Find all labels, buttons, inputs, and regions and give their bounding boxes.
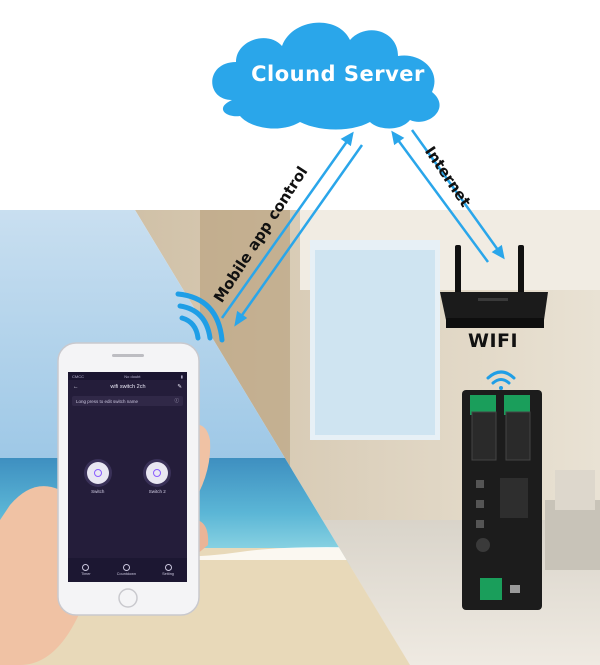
phone-signal-icon	[175, 291, 225, 343]
wifi-label: WIFI	[468, 330, 519, 352]
switch-1-label: Switch	[91, 489, 105, 494]
power-icon	[153, 469, 162, 477]
status-bar: CMCC No doubt ▮	[68, 372, 187, 380]
router	[440, 245, 548, 328]
hourglass-icon	[122, 564, 130, 571]
cloud-server-label: Clound Server	[251, 62, 425, 86]
switch-2[interactable]: Switch 2	[146, 462, 169, 494]
power-button[interactable]	[86, 462, 109, 484]
app-title: wifi switch 2ch	[110, 384, 146, 390]
status-center-text: No doubt	[124, 373, 141, 379]
switch-2-label: Switch 2	[148, 489, 166, 494]
battery-icon: ▮	[180, 373, 183, 379]
tab-countdown-label: Countdown	[116, 572, 136, 576]
tab-timer-label: Timer	[81, 572, 91, 576]
tab-setting-label: Setting	[162, 572, 174, 576]
relay-board	[462, 390, 542, 610]
cloud-shape	[212, 22, 440, 130]
info-icon: ⓘ	[174, 398, 180, 403]
power-button[interactable]	[146, 462, 169, 484]
bottom-tab-bar: Timer Countdown Setting	[68, 558, 187, 582]
back-arrow-icon[interactable]: ←	[73, 384, 79, 390]
tab-countdown[interactable]: Countdown	[117, 564, 136, 576]
mobile-link-arrows	[220, 131, 364, 327]
tab-setting[interactable]: Setting	[162, 564, 174, 576]
power-icon	[93, 469, 102, 477]
edit-hint-text: Long press to edit switch name	[76, 398, 139, 404]
internet-link-arrows	[391, 129, 505, 263]
phone-app-screen: CMCC No doubt ▮ ← wifi switch 2ch ✎ Long…	[68, 372, 187, 582]
edit-name-row[interactable]: Long press to edit switch name ⓘ	[72, 396, 183, 406]
switch-group: Switch Switch 2	[68, 462, 187, 494]
edit-pencil-icon[interactable]: ✎	[177, 384, 182, 390]
switch-1[interactable]: Switch	[86, 462, 109, 494]
wifi-signal-icon	[486, 370, 516, 390]
app-header: ← wifi switch 2ch ✎	[68, 380, 187, 394]
gear-icon	[164, 564, 172, 571]
clock-icon	[82, 564, 90, 571]
carrier-text: CMCC	[72, 373, 84, 379]
tab-timer[interactable]: Timer	[81, 564, 91, 576]
